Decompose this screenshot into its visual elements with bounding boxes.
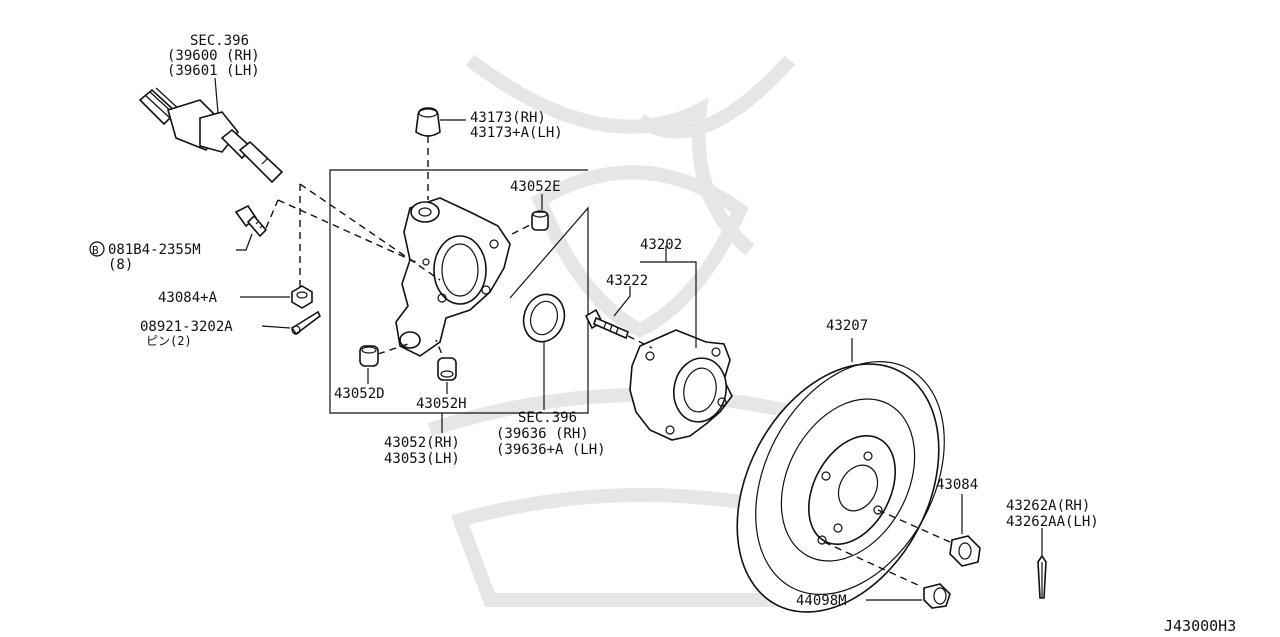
cotter-rh-label: 43262A(RH): [1006, 498, 1090, 514]
knuckle-rh-label: 43052(RH): [384, 435, 460, 451]
bushing-43173: [415, 107, 441, 137]
bushing-43052d-label: 43052D: [334, 386, 385, 402]
bolt-prefix-circle: [89, 241, 105, 257]
cotter-pin-08921: [290, 310, 322, 336]
brake-rotor: [736, 361, 945, 613]
oil-seal: [522, 293, 566, 343]
nut-43084-label: 43084: [936, 477, 978, 493]
nut-43084: [949, 535, 981, 567]
bushing-43052d: [359, 345, 379, 367]
knuckle-lh-label: 43053(LH): [384, 451, 460, 467]
bushing-43052h-label: 43052H: [416, 396, 467, 412]
pin-qty-label: ピン(2): [146, 334, 192, 348]
steering-knuckle: [395, 197, 511, 357]
wheel-hub: [629, 329, 733, 441]
driveshaft-lh-label: (39601 (LH): [167, 63, 260, 79]
plug-label: 44098M: [796, 593, 847, 609]
bolt-qty-label: (8): [108, 257, 133, 273]
nut-43084a-label: 43084+A: [158, 290, 218, 306]
drive-shaft: [138, 77, 284, 184]
bushing-43173-rh-label: 43173(RH): [470, 110, 546, 126]
hub-bolt-label: 43222: [606, 273, 648, 289]
plug-44098m: [923, 583, 951, 609]
knuckle-group-box: [329, 169, 589, 414]
hub-bolt: [584, 308, 629, 340]
bushing-43052e-label: 43052E: [510, 179, 561, 195]
bolt-code-label: 081B4-2355M: [108, 242, 201, 258]
seal-sec-label: SEC.396: [518, 410, 577, 426]
cotter-pin-43262a: [1037, 554, 1047, 599]
rotor-label: 43207: [826, 318, 868, 334]
driveshaft-sec-label: SEC.396: [190, 33, 249, 49]
drawing-code: J43000H3: [1164, 617, 1236, 635]
bushing-43052e: [531, 210, 549, 231]
bolt-prefix: B: [92, 244, 99, 257]
seal-rh-label: (39636 (RH): [496, 426, 589, 442]
pin-code-label: 08921-3202A: [140, 319, 233, 335]
bushing-43173-lh-label: 43173+A(LH): [470, 125, 563, 141]
cotter-lh-label: 43262AA(LH): [1006, 514, 1099, 530]
hub-label: 43202: [640, 237, 682, 253]
bolt-081b4: [234, 204, 268, 238]
bushing-43052h: [437, 357, 457, 381]
driveshaft-rh-label: (39600 (RH): [167, 48, 260, 64]
nut-43084a: [291, 285, 313, 309]
seal-lh-label: (39636+A (LH): [496, 442, 606, 458]
